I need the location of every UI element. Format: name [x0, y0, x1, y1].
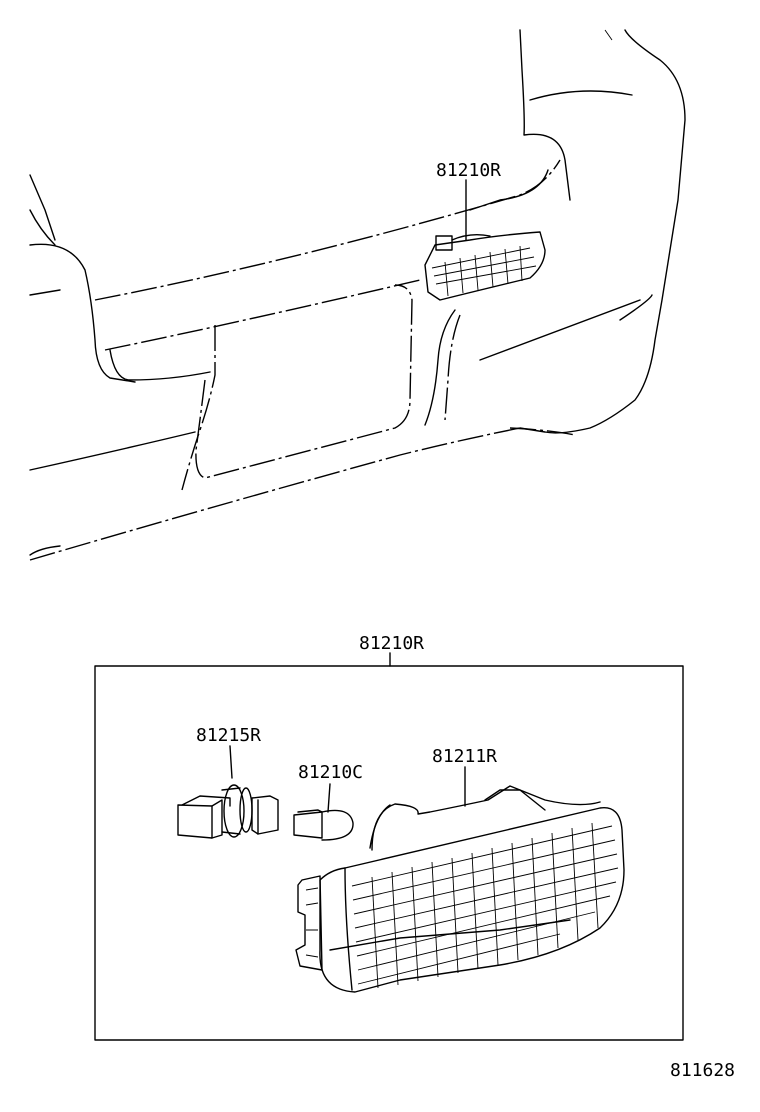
box-part-label: 81210R [359, 633, 424, 654]
lamp-lens-drawing: 81211R [295, 746, 625, 993]
bulb-socket-drawing: 81215R [177, 725, 279, 839]
vehicle-bumper-illustration [29, 29, 686, 561]
lens-label: 81211R [432, 746, 497, 767]
drawing-number: 811628 [670, 1060, 735, 1081]
top-part-label: 81210R [436, 160, 501, 181]
assembly-frame [94, 665, 684, 1041]
socket-label: 81215R [196, 725, 261, 746]
installed-side-marker-lamp [424, 231, 546, 301]
bulb-label: 81210C [298, 762, 363, 783]
bulb-drawing: 81210C [293, 762, 363, 841]
